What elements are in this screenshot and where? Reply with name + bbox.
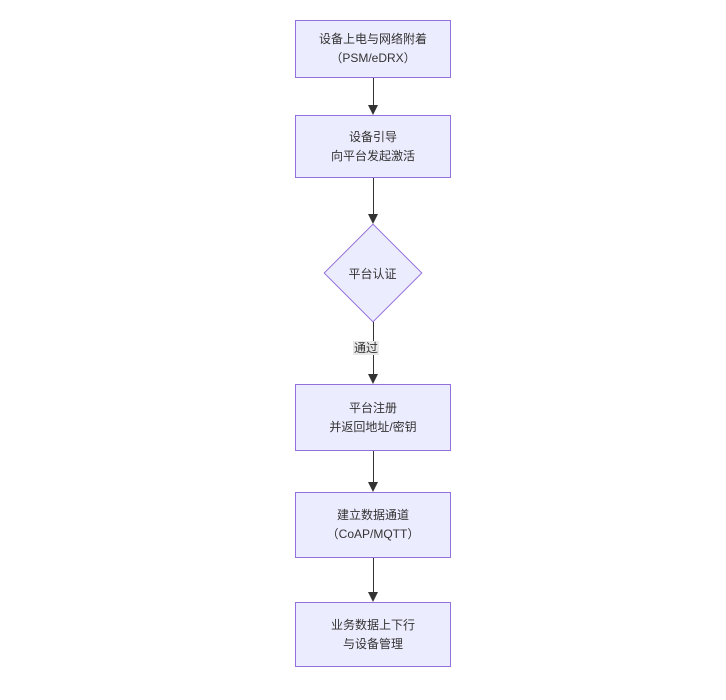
arrowhead-down-icon — [368, 105, 378, 115]
node-text-line: 平台认证 — [348, 266, 397, 281]
edge-register-to-channel — [368, 451, 378, 492]
node-text-line: 平台注册 — [348, 400, 397, 415]
arrowhead-down-icon — [368, 214, 378, 224]
edge-line — [372, 178, 374, 214]
arrowhead-down-icon — [368, 592, 378, 602]
node-text-line: 并返回地址/密钥 — [329, 419, 417, 434]
node-register: 平台注册 并返回地址/密钥 — [295, 384, 451, 451]
edge-line — [372, 558, 374, 592]
node-text-line: 设备上电与网络附着 — [318, 32, 427, 46]
edge-power-to-bootstrap — [368, 78, 378, 115]
node-platform-auth: 平台认证 — [322, 223, 423, 323]
node-text-line: 设备引导 — [348, 129, 397, 144]
node-text-line: 与设备管理 — [342, 636, 403, 651]
node-text-line: 向平台发起激活 — [330, 148, 415, 163]
node-text-line: 业务数据上下行 — [330, 617, 415, 632]
node-text-line: （CoAP/MQTT） — [326, 527, 420, 541]
edge-line — [372, 78, 374, 105]
edge-channel-to-business — [368, 558, 378, 602]
node-bootstrap: 设备引导 向平台发起激活 — [295, 115, 451, 178]
edge-bootstrap-to-auth — [368, 178, 378, 224]
arrowhead-down-icon — [368, 374, 378, 384]
node-data-channel: 建立数据通道 （CoAP/MQTT） — [295, 492, 451, 558]
node-business: 业务数据上下行 与设备管理 — [295, 602, 451, 667]
arrowhead-down-icon — [368, 482, 378, 492]
node-text-line: 建立数据通道 — [336, 508, 409, 522]
node-text-line: （PSM/eDRX） — [330, 51, 416, 65]
edge-line — [372, 451, 374, 482]
edge-label-pass: 通过 — [353, 341, 380, 355]
node-power-attach: 设备上电与网络附着 （PSM/eDRX） — [295, 20, 451, 78]
